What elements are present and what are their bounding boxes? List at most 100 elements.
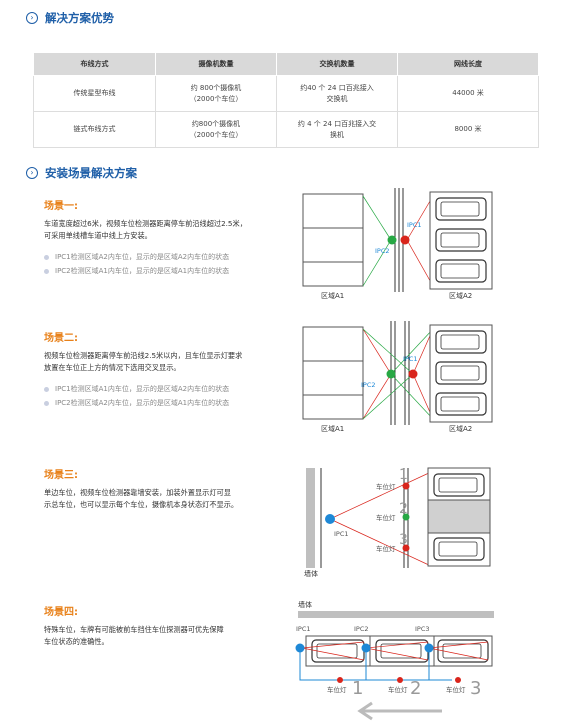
bullet-item: IPC2检测区域A2内车位，显示的是区域A1内车位的状态 [44,397,284,409]
chevron-right-icon: › [26,167,38,179]
table-cell: 约 800个摄像机 （2000个车位） [155,75,277,112]
car-icon [435,259,487,283]
car-icon [435,361,487,385]
ipc1-label: IPC1 [403,355,418,363]
zone-label: 区域A1 [321,291,344,300]
detection-lines [362,328,434,420]
lamp-red-icon [402,482,410,490]
car-icon [435,228,487,252]
table-row: 链式布线方式 约800个摄像机（2000个车位） 约 4 个 24 口百兆接入交… [33,111,539,148]
ipc2-camera-icon [386,369,396,379]
lamp-label: 车位灯 [376,544,396,553]
ipc1-label: IPC1 [407,221,422,229]
column-header: 网线长度 [397,52,539,76]
bullet-item: IPC2检测区域A1内车位，显示的是区域A1内车位的状态 [44,265,284,277]
table-cell: 约40 个 24 口百兆接入交换机 [276,75,398,112]
table-cell: 约 4 个 24 口百兆接入交换机 [276,111,398,148]
scene-2-text: 场景二: 视频车位检测器距离停车前沿线2.5米以内，且车位显示灯要求 放置在车位… [44,329,284,409]
column-header: 交换机数量 [276,52,398,76]
table-cell: 8000 米 [397,111,539,148]
ipc3-camera-icon [424,643,434,653]
scene-description: 单边车位，视频车位检测器靠墙安装，加装外置显示灯可显 示总车位，也可以显示每个车… [44,487,284,511]
column-header: 摄像机数量 [155,52,277,76]
parking-spaces [427,467,491,567]
scene-description: 特殊车位，车牌有可能被前车挡住车位探测器可优先保障 车位状态的准确性。 [44,624,284,648]
ipc2-camera-icon [361,643,371,653]
table-cell: 44000 米 [397,75,539,112]
zone-label: 区域A2 [449,424,472,433]
scene-3-diagram: 车位灯 车位灯 车位灯 1 2 3 IPC1 墙体 [304,467,491,578]
wall [298,611,494,618]
space-number: 3 [470,678,481,699]
detection-lines [301,641,489,661]
scene-description: 车道宽度超过6米，视频车位检测器距离停车前沿线超过2.5米， 可采用单线槽车道中… [44,218,284,242]
space-number: 1 [352,678,363,699]
table-row: 传统星型布线 约 800个摄像机 （2000个车位） 约40 个 24 口百兆接入… [33,75,539,112]
table-cell: 约800个摄像机（2000个车位） [155,111,277,148]
lamp-label: 车位灯 [327,685,347,694]
table-cell: 链式布线方式 [33,111,156,148]
arrow-left-icon [357,701,442,721]
desc-line: 放置在车位正上方的情况下选用交叉显示。 [44,363,181,372]
car-icon [435,197,487,221]
scene-title: 场景二: [44,333,78,344]
table-cell: 传统星型布线 [33,75,156,112]
table-header-row: 布线方式 摄像机数量 交换机数量 网线长度 [33,52,539,76]
scene-3-text: 场景三: 单边车位，视频车位检测器靠墙安装，加装外置显示灯可显 示总车位，也可以… [44,466,284,511]
cable-line [299,650,452,681]
desc-line: 车位状态的准确性。 [44,637,109,646]
car-icon [433,473,485,497]
cell-line: （2000个车位） [189,130,243,139]
scene-title: 场景三: [44,470,78,481]
ipc2-label: IPC2 [361,381,376,389]
space-number: 2 [410,678,421,699]
bullet-item: IPC1检测区域A1内车位，显示的是区域A2内车位的状态 [44,383,284,395]
ipc2-camera-icon [387,235,397,245]
scene-4-diagram: 墙体 IPC1 IPC2 IPC3 车位灯 车位灯 车位灯 1 2 3 [295,600,494,721]
scene-2-diagram: IPC1 IPC2 区域A1 区域A2 [302,321,493,433]
car-icon [435,330,487,354]
desc-line: 特殊车位，车牌有可能被前车挡住车位探测器可优先保障 [44,625,224,634]
car-icon [433,537,485,561]
wall-label: 墙体 [304,569,318,578]
zone-a2-spaces [429,324,493,423]
ipc1-camera-icon [295,643,305,653]
lamp-red-icon [402,544,410,552]
cell-line: 交换机 [326,94,348,103]
section-title: 解决方案优势 [45,11,114,25]
lamp-green-icon [402,513,410,521]
comparison-table: 布线方式 摄像机数量 交换机数量 网线长度 传统星型布线 约 800个摄像机 （2… [33,52,539,148]
desc-line: 车道宽度超过6米，视频车位检测器距离停车前沿线超过2.5米， [44,219,247,228]
ipc3-label: IPC3 [415,625,430,633]
lamp-label: 车位灯 [446,685,466,694]
ipc2-label: IPC2 [354,625,369,633]
zone-label: 区域A2 [449,291,472,300]
desc-line: 可采用单线槽车道中线上方安装。 [44,231,152,240]
scene-4-text: 场景四: 特殊车位，车牌有可能被前车挡住车位探测器可优先保障 车位状态的准确性。 [44,603,284,648]
lamp-red-icon [397,677,403,683]
bullet-item: IPC1检测区域A2内车位，显示的是区域A2内车位的状态 [44,251,284,263]
zone-a1-spaces [302,326,364,420]
cell-line: 约 4 个 24 口百兆接入交 [297,119,377,128]
zone-a1-spaces [302,193,364,287]
cell-line: 约 800个摄像机 [190,83,242,92]
car-icon [435,392,487,416]
scene-title: 场景一: [44,201,78,212]
desc-line: 示总车位，也可以显示每个车位，摄像机本身状态灯不显示。 [44,500,239,509]
zone-a2-spaces [429,191,493,290]
ipc-camera-icon [325,514,335,524]
space-number: 1 [399,467,408,483]
section-title: 安装场景解决方案 [45,166,137,180]
scene-1-diagram: IPC1 IPC2 区域A1 区域A2 [302,188,493,300]
detection-lines [362,195,434,287]
detection-lines [329,471,432,567]
ipc2-label: IPC2 [375,247,390,255]
cell-line: （2000个车位） [189,94,243,103]
zone-label: 区域A1 [321,424,344,433]
lamp-label: 车位灯 [388,685,408,694]
scene-description: 视频车位检测器距离停车前沿线2.5米以内，且车位显示灯要求 放置在车位正上方的情… [44,350,284,374]
ipc1-label: IPC1 [296,625,311,633]
cell-line: 约40 个 24 口百兆接入 [300,83,374,92]
scene-1-text: 场景一: 车道宽度超过6米，视频车位检测器距离停车前沿线超过2.5米， 可采用单… [44,197,284,277]
ipc1-camera-icon [408,369,418,379]
